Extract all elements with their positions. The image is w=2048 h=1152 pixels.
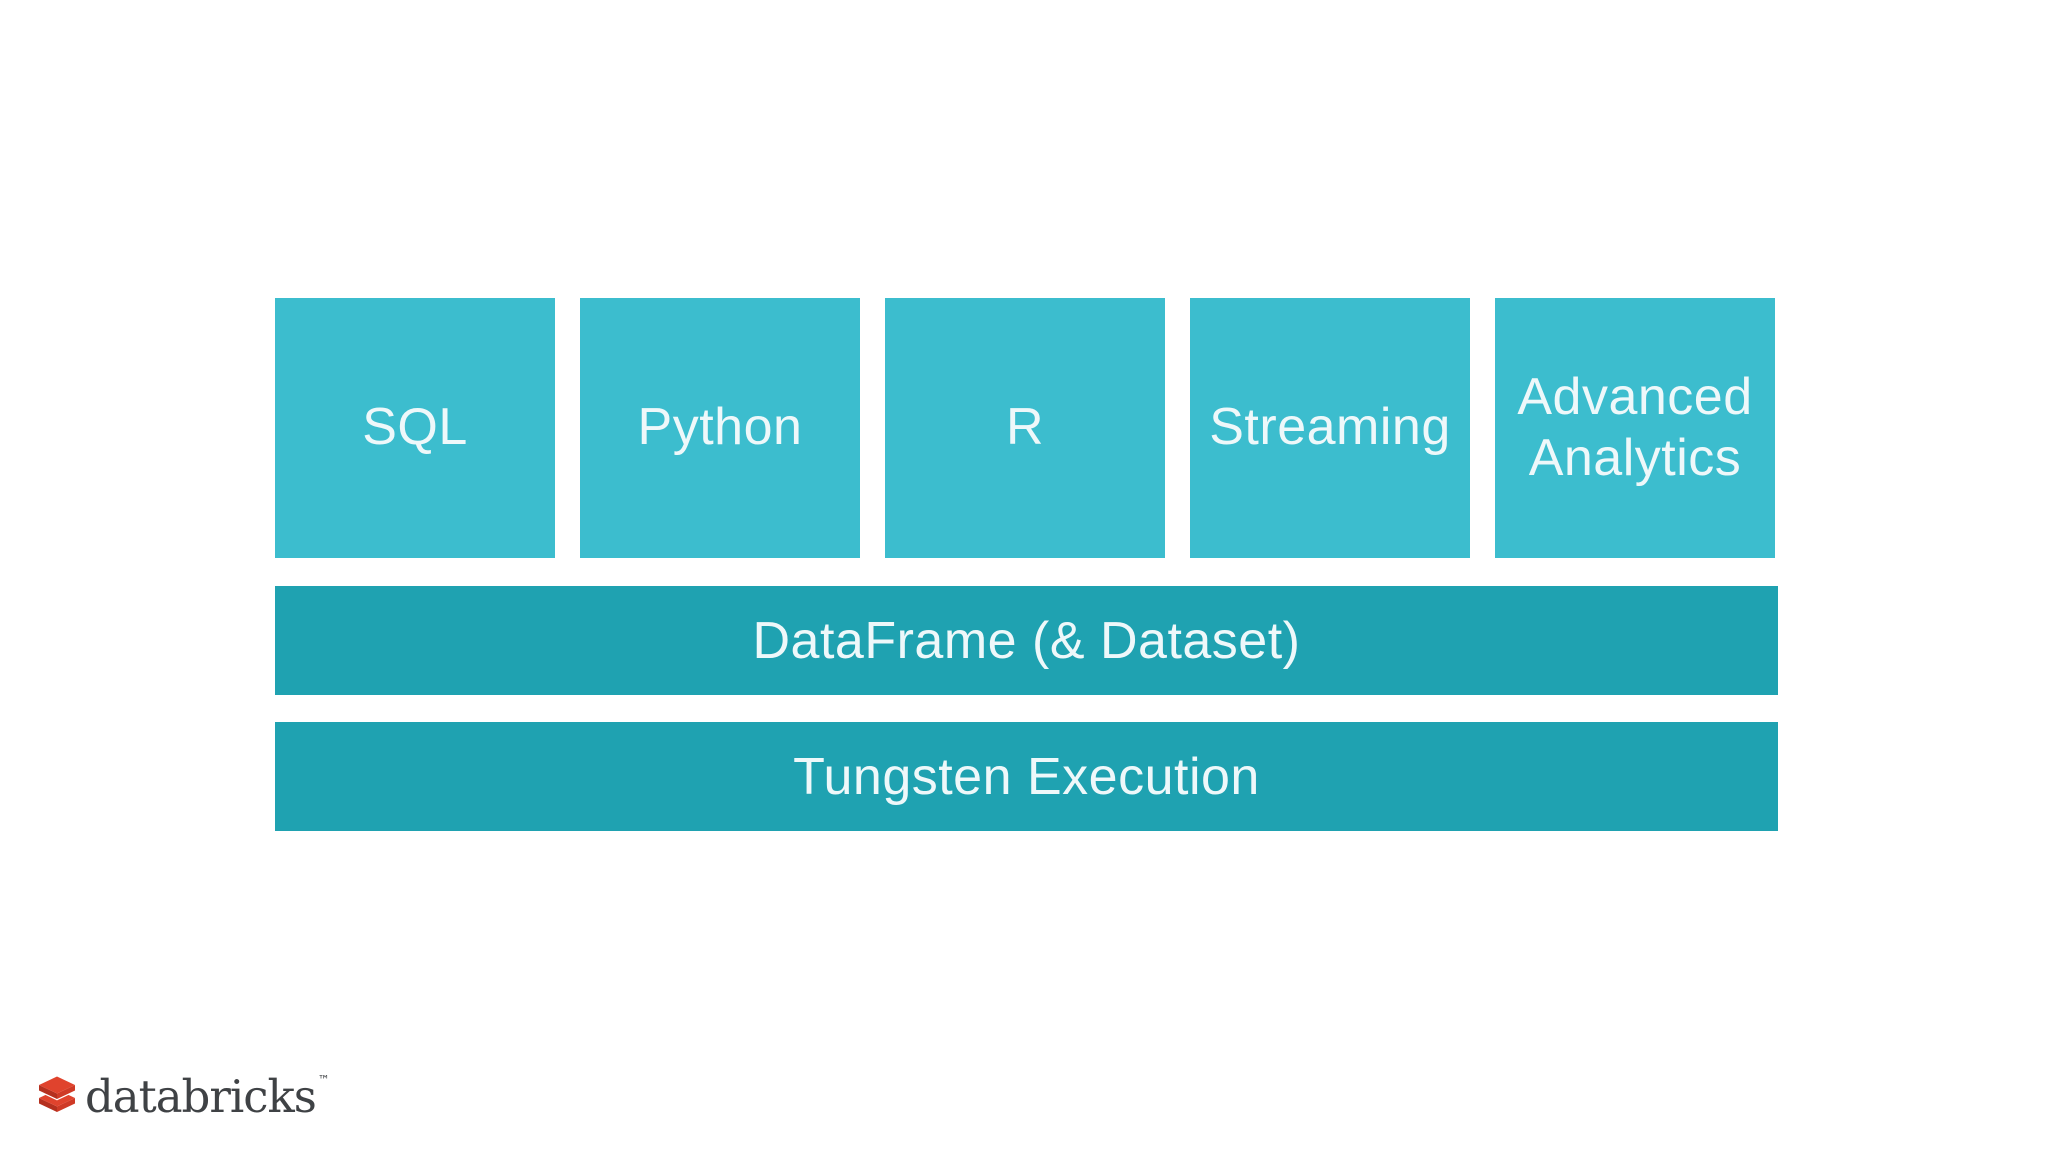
api-box-sql: SQL <box>275 298 555 558</box>
api-box-label: SQL <box>362 398 468 457</box>
databricks-wordmark: databricks <box>85 1069 317 1123</box>
api-box-label: R <box>1005 398 1045 457</box>
trademark-symbol: ™ <box>317 1073 330 1087</box>
layer-bar-label: Tungsten Execution <box>793 747 1260 806</box>
api-box-label: Advanced Analytics <box>1517 367 1753 487</box>
databricks-bricks-icon <box>37 1075 77 1112</box>
api-box-label: Python <box>637 398 803 457</box>
api-box-python: Python <box>580 298 860 558</box>
api-box-label: Streaming <box>1209 398 1451 457</box>
api-box-advanced-analytics: Advanced Analytics <box>1495 298 1775 558</box>
layer-bar-label: DataFrame (& Dataset) <box>752 611 1301 670</box>
layer-bar-tungsten: Tungsten Execution <box>275 722 1778 831</box>
api-box-streaming: Streaming <box>1190 298 1470 558</box>
api-box-r: R <box>885 298 1165 558</box>
api-boxes-row: SQL Python R Streaming Advanced Analytic… <box>275 298 1775 558</box>
databricks-logo: databricks ™ <box>37 1069 330 1123</box>
layer-bar-dataframe: DataFrame (& Dataset) <box>275 586 1778 695</box>
